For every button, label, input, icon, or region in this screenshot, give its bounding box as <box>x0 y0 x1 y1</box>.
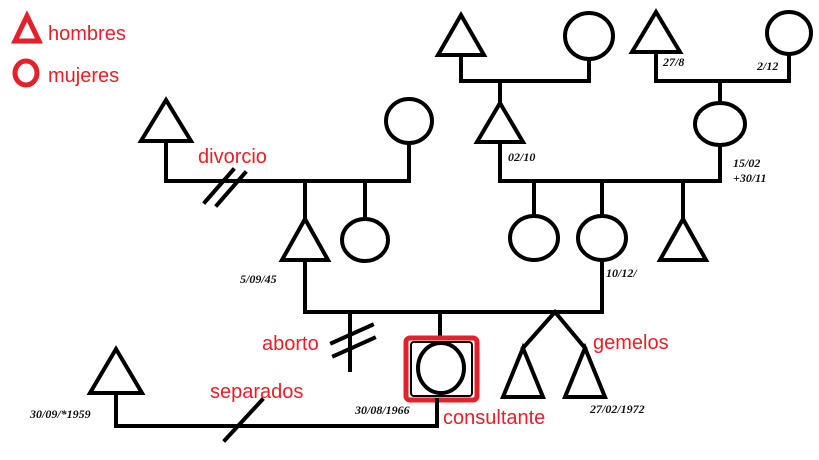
date-great-grandfather-right: 27/8 <box>662 55 684 69</box>
maternal-aunt-circle-icon <box>508 214 560 262</box>
mother-circle-icon <box>576 214 628 262</box>
date-maternal-grandmother-birth: 15/02 <box>733 156 760 170</box>
legend-male-triangle-icon <box>11 10 43 44</box>
date-partner: 30/09/*1959 <box>29 407 91 421</box>
date-twins: 27/02/1972 <box>589 402 645 416</box>
maternal-grandparents-couple-line <box>498 140 722 183</box>
legend-male-label: hombres <box>48 23 126 45</box>
great-grandmother-right-circle-icon <box>765 10 813 56</box>
separation-annotation: separados <box>210 381 303 403</box>
maternal-grandfather-triangle-icon <box>473 99 527 144</box>
parents-couple-line <box>303 258 604 314</box>
maternal-great-grandmother-circle-icon <box>563 11 615 61</box>
great-grandparents-left-couple-line <box>459 53 591 83</box>
twin-two-triangle-icon <box>562 342 608 399</box>
paternal-aunt-circle-icon <box>340 217 390 263</box>
legend-female-label: mujeres <box>48 65 119 87</box>
date-maternal-grandmother-death: +30/11 <box>733 171 767 185</box>
twins-descent-lines <box>520 309 588 351</box>
paternal-grandparents-couple-line <box>164 139 411 183</box>
divorce-annotation: divorcio <box>198 146 267 168</box>
partner-couple-line <box>114 391 439 428</box>
date-father: 5/09/45 <box>240 272 277 286</box>
paternal-grandmother-circle-icon <box>384 97 434 145</box>
date-mother: 10/12/ <box>606 266 638 280</box>
paternal-grandfather-triangle-icon <box>137 96 195 143</box>
twin-one-triangle-icon <box>500 342 546 399</box>
legend-female-circle-icon <box>12 58 40 88</box>
date-maternal-grandfather: 02/10 <box>508 150 535 164</box>
separation-mark <box>222 397 265 443</box>
divorce-mark <box>202 167 248 208</box>
abortion-annotation: aborto <box>262 333 319 355</box>
abortion-mark <box>329 322 377 359</box>
proband-annotation: consultante <box>443 407 545 429</box>
father-triangle-icon <box>278 214 332 262</box>
great-grandfather-right-triangle-icon <box>628 8 684 54</box>
twins-annotation: gemelos <box>593 332 669 354</box>
great-grandparents-right-couple-line <box>654 50 791 83</box>
date-proband: 30/08/1966 <box>354 403 410 417</box>
maternal-grandmother-circle-icon <box>693 101 747 147</box>
date-great-grandmother-right: 2/12 <box>756 59 778 73</box>
maternal-uncle-triangle-icon <box>656 214 710 262</box>
partner-triangle-icon <box>86 345 146 395</box>
maternal-great-grandfather-triangle-icon <box>434 10 488 57</box>
proband-circle-icon <box>416 341 466 395</box>
